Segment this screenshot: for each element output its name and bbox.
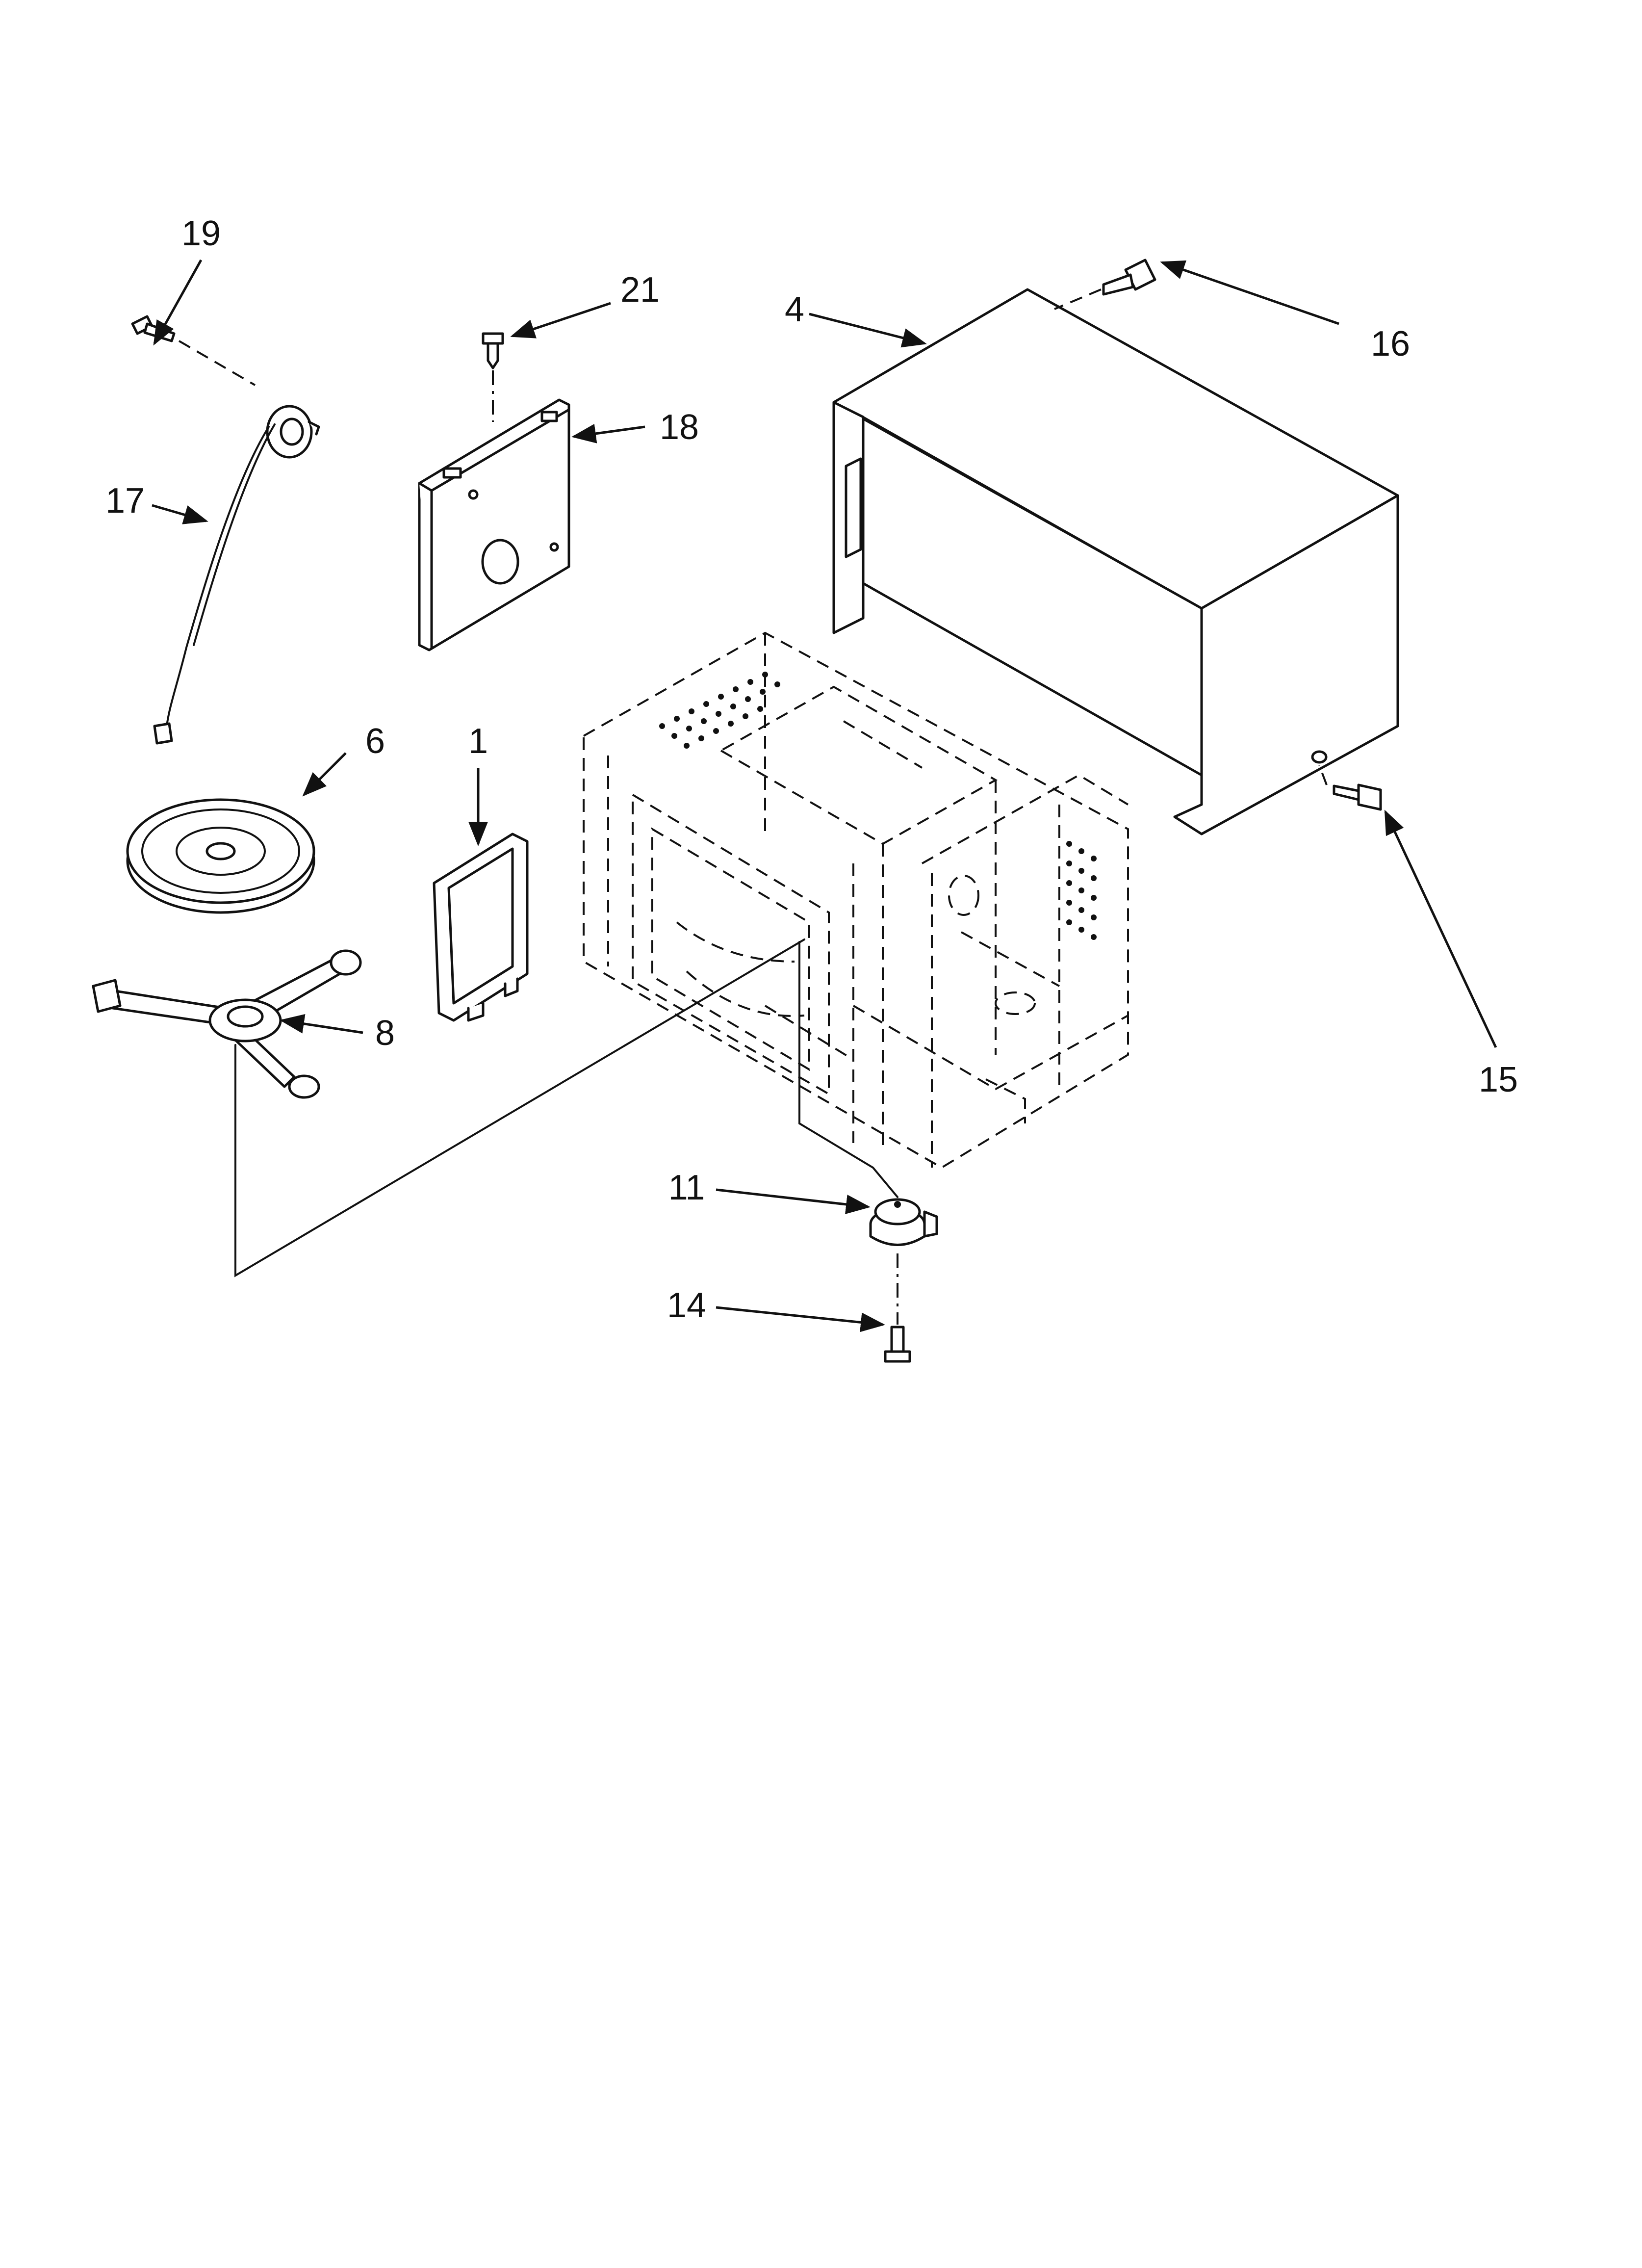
callout-16: 16 — [1371, 324, 1410, 364]
callout-8: 8 — [375, 1014, 395, 1053]
leader-4 — [809, 313, 927, 348]
screw-15 — [1318, 765, 1382, 811]
thermal-cutout-17 — [153, 405, 320, 745]
callout-11: 11 — [668, 1168, 705, 1207]
choke-seal-1 — [433, 833, 529, 1022]
side-vent-perforations — [1066, 841, 1097, 940]
leader-6 — [302, 752, 347, 797]
callout-21: 21 — [620, 270, 660, 310]
leader-17 — [152, 504, 208, 524]
top-vent-perforations — [659, 672, 780, 749]
callout-4: 4 — [785, 290, 804, 329]
callout-18: 18 — [660, 408, 699, 447]
waveguide-bracket-18 — [418, 398, 570, 652]
leader-19 — [153, 259, 203, 346]
turntable-tray-6 — [126, 798, 315, 914]
leader-16 — [1160, 260, 1339, 325]
roller-support-8 — [92, 938, 805, 1277]
callout-6: 6 — [365, 722, 385, 761]
leader-15 — [1384, 809, 1497, 1048]
screw-19 — [131, 315, 256, 386]
callout-17: 17 — [105, 481, 145, 521]
leader-14 — [716, 1306, 885, 1332]
leader-8 — [280, 1014, 363, 1034]
leader-18 — [571, 424, 645, 443]
callout-19: 19 — [181, 214, 221, 253]
callout-1: 1 — [468, 722, 488, 761]
mounting-screw-21 — [482, 332, 504, 422]
callout-14: 14 — [667, 1286, 706, 1325]
turntable-motor-11 — [869, 1198, 938, 1246]
outer-cabinet-wrapper — [832, 288, 1399, 835]
screw-16 — [1054, 259, 1156, 310]
leader-21 — [510, 302, 611, 339]
screw-14 — [884, 1326, 911, 1363]
microwave-chassis-outline — [583, 631, 1129, 1198]
callout-15: 15 — [1479, 1060, 1518, 1099]
leader-11 — [716, 1188, 871, 1214]
